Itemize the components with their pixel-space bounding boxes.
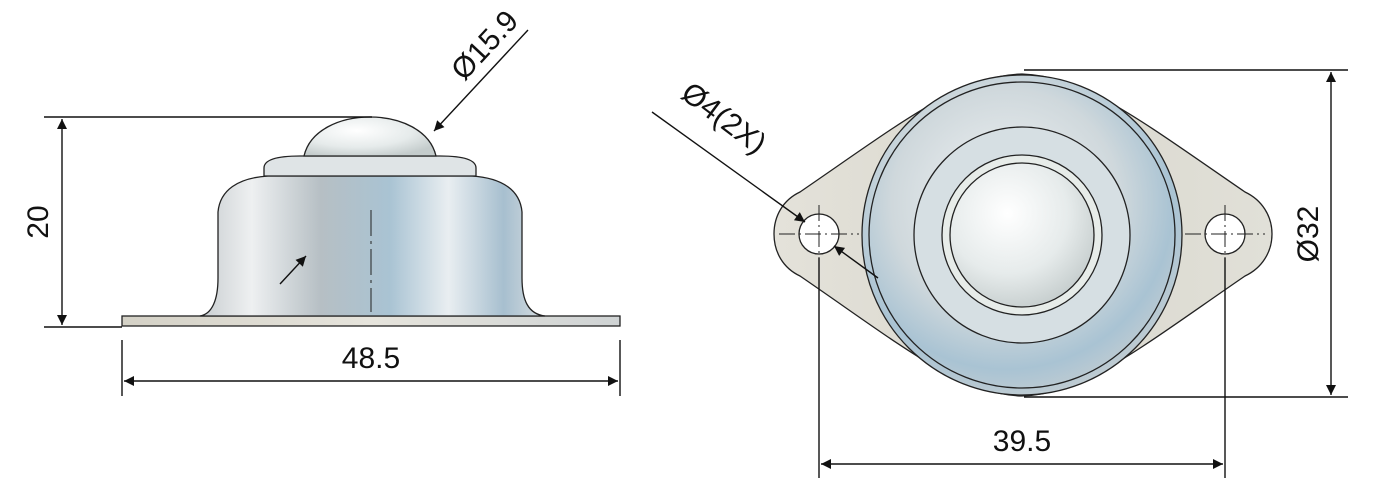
- hole-leader: [651, 111, 806, 223]
- ball-diameter-leader: [433, 29, 529, 132]
- hole-spacing-label: 39.5: [993, 425, 1051, 458]
- housing-body: [199, 175, 546, 317]
- width-label: 48.5: [342, 342, 400, 375]
- top-view: Ø4(2X) Ø32 39.5: [651, 69, 1348, 478]
- hole-crosshairs: [779, 205, 1265, 263]
- base-plate: [121, 315, 621, 327]
- height-label: 20: [22, 205, 55, 238]
- ball-top: [949, 162, 1095, 308]
- side-view: 20 48.5 Ø15.9: [22, 4, 621, 396]
- ball-dome: [303, 116, 437, 157]
- collar-ring: [263, 155, 477, 177]
- hole-label: Ø4(2X): [675, 76, 772, 161]
- diameter-label: Ø32: [1292, 206, 1325, 263]
- housing-step-ring: [868, 81, 1176, 389]
